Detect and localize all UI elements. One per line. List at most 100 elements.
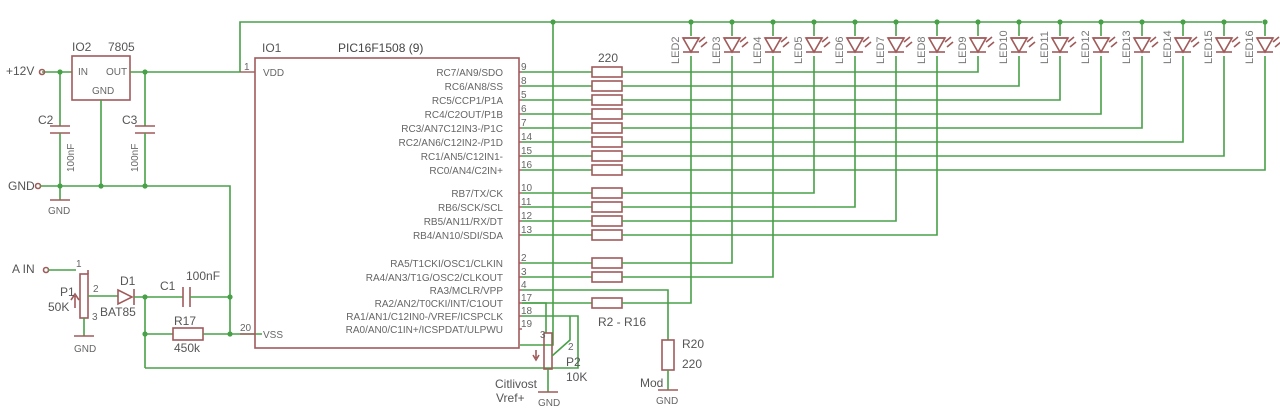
regulator-section: +12V IO2 7805 IN OUT GND C2 100nF C3 100… (6, 40, 240, 334)
led-series-resistor (591, 108, 623, 120)
ic-vss-pin: 20 (240, 323, 252, 334)
led-series-resistor (591, 150, 623, 162)
r17-resistor (172, 327, 204, 341)
gnd-symbol-4: GND (656, 396, 678, 407)
led-label: LED8 (916, 36, 928, 64)
ic-ref: IO1 (262, 41, 282, 55)
net-label-gnd: GND (8, 179, 35, 193)
c1-ref: C1 (160, 279, 176, 293)
r20-ref: R20 (682, 337, 704, 351)
ic-pin-number: 11 (521, 197, 532, 208)
ic-pin-label: RA5/T1CKI/OSC1/CLKIN (390, 259, 503, 270)
rbank-top-value: 220 (598, 51, 618, 65)
ic-pic16f1508: IO1 PIC16F1508 (9) 1 VDD 20 VSS RC7/AN9/… (240, 41, 533, 349)
ic-pin-label: RB5/AN11/RX/DT (424, 217, 503, 228)
d1-diode (117, 288, 134, 306)
led-led16: LED16 (1244, 19, 1280, 64)
led-series-resistor (591, 80, 623, 92)
gnd-symbol-3: GND (538, 398, 560, 409)
ic-pin-number: 12 (521, 211, 533, 222)
ic-pin-label: RA4/AN3/T1G/OSC2/CLKOUT (366, 273, 503, 284)
ic-pin-number: 13 (521, 225, 533, 236)
d1-ref: D1 (120, 274, 136, 288)
led-series-resistor (591, 187, 623, 199)
led-series-resistor (591, 201, 623, 213)
ic-pin-label: RB7/TX/CK (451, 189, 503, 200)
led-led2: LED2 (670, 19, 708, 64)
ic-pin-number: 14 (521, 132, 533, 143)
ic-right-pins: RC7/AN9/SDO9RC6/AN8/SS8RC5/CCP1/P1A5RC4/… (346, 62, 533, 336)
led-led7: LED7 (875, 19, 913, 64)
ic-pin-number: 9 (521, 62, 527, 73)
led-series-resistor (591, 122, 623, 134)
c2-value: 100nF (66, 144, 77, 172)
c3-value: 100nF (130, 144, 141, 172)
c1-value: 100nF (186, 269, 220, 283)
p1-potentiometer (79, 273, 89, 319)
led-label: LED12 (1080, 30, 1092, 64)
led-led10: LED10 (998, 19, 1036, 64)
ic-pin-label: RA3/MCLR/VPP (430, 286, 504, 297)
ic-pin-label: RA2/AN2/T0CKI/INT/C1OUT (375, 299, 503, 310)
led-series-resistor (591, 215, 623, 227)
c2-ref: C2 (38, 113, 54, 127)
ic-pin-number: 19 (521, 319, 533, 330)
ic-pin-label: RC7/AN9/SDO (436, 68, 503, 79)
ic-pin-label: RC0/AN4/C2IN+ (429, 166, 503, 177)
ic-pin-number: 2 (521, 253, 527, 264)
regulator-gnd-label: GND (92, 86, 114, 97)
p2-pin3: 3 (540, 330, 546, 341)
resistor-bank (522, 56, 1266, 309)
r20-value: 220 (682, 357, 702, 371)
led-series-resistor (591, 164, 623, 176)
led-label: LED6 (834, 36, 846, 64)
regulator-in-label: IN (78, 67, 88, 78)
ic-pin-number: 4 (521, 280, 527, 291)
ic-pin-label: RC5/CCP1/P1A (432, 96, 503, 107)
rbank-range-label: R2 - R16 (598, 315, 646, 329)
p2-section: 3 2 GND P2 10K Citlivost Vref+ (495, 302, 587, 409)
ic-pin-number: 5 (521, 90, 527, 101)
ic-pin-label: RC4/C2OUT/P1B (425, 110, 504, 121)
p2-note-citlivost: Citlivost (495, 377, 538, 391)
led-label: LED7 (875, 36, 887, 64)
led-led3: LED3 (711, 19, 749, 64)
power-rail (239, 19, 1262, 346)
p1-pin2: 2 (93, 284, 99, 295)
net-label-ain: A IN (12, 262, 35, 276)
ic-vdd-label: VDD (263, 68, 284, 79)
r17-ref: R17 (174, 314, 196, 328)
c3-ref: C3 (122, 113, 138, 127)
led-led13: LED13 (1121, 19, 1159, 64)
led-label: LED11 (1039, 31, 1051, 64)
ic-pin-label: RB4/AN10/SDI/SDA (413, 231, 503, 242)
ic-body (254, 57, 520, 349)
ic-vss-label: VSS (263, 330, 283, 341)
p1-pin3: 3 (92, 312, 98, 323)
led-led15: LED15 (1203, 19, 1241, 64)
ic-pin-number: 16 (521, 160, 533, 171)
led-led6: LED6 (834, 19, 872, 64)
ic-vdd-pin: 1 (244, 62, 250, 73)
ic-pin-label: RB6/SCK/SCL (438, 203, 503, 214)
d1-value: BAT85 (100, 305, 136, 319)
ic-pin-number: 8 (521, 76, 527, 87)
p2-pin2: 2 (568, 342, 574, 353)
led-series-resistor (591, 229, 623, 241)
p1-value: 50K (48, 300, 69, 314)
ic-pin-label: RC1/AN5/C12IN1- (421, 152, 503, 163)
ic-pin-number: 18 (521, 306, 533, 317)
led-series-resistor (591, 271, 623, 283)
led-series-resistor (591, 136, 623, 148)
led-led11: LED11 (1039, 19, 1077, 64)
r20-resistor (661, 339, 675, 371)
led-series-resistor (591, 94, 623, 106)
led-label: LED9 (957, 36, 969, 64)
led-led9: LED9 (957, 19, 995, 64)
led-series-resistor (591, 66, 623, 78)
p2-ref: P2 (566, 355, 581, 369)
led-label: LED15 (1203, 30, 1215, 64)
ic-pin-label: RC3/AN7C12IN3-/P1C (401, 124, 503, 135)
